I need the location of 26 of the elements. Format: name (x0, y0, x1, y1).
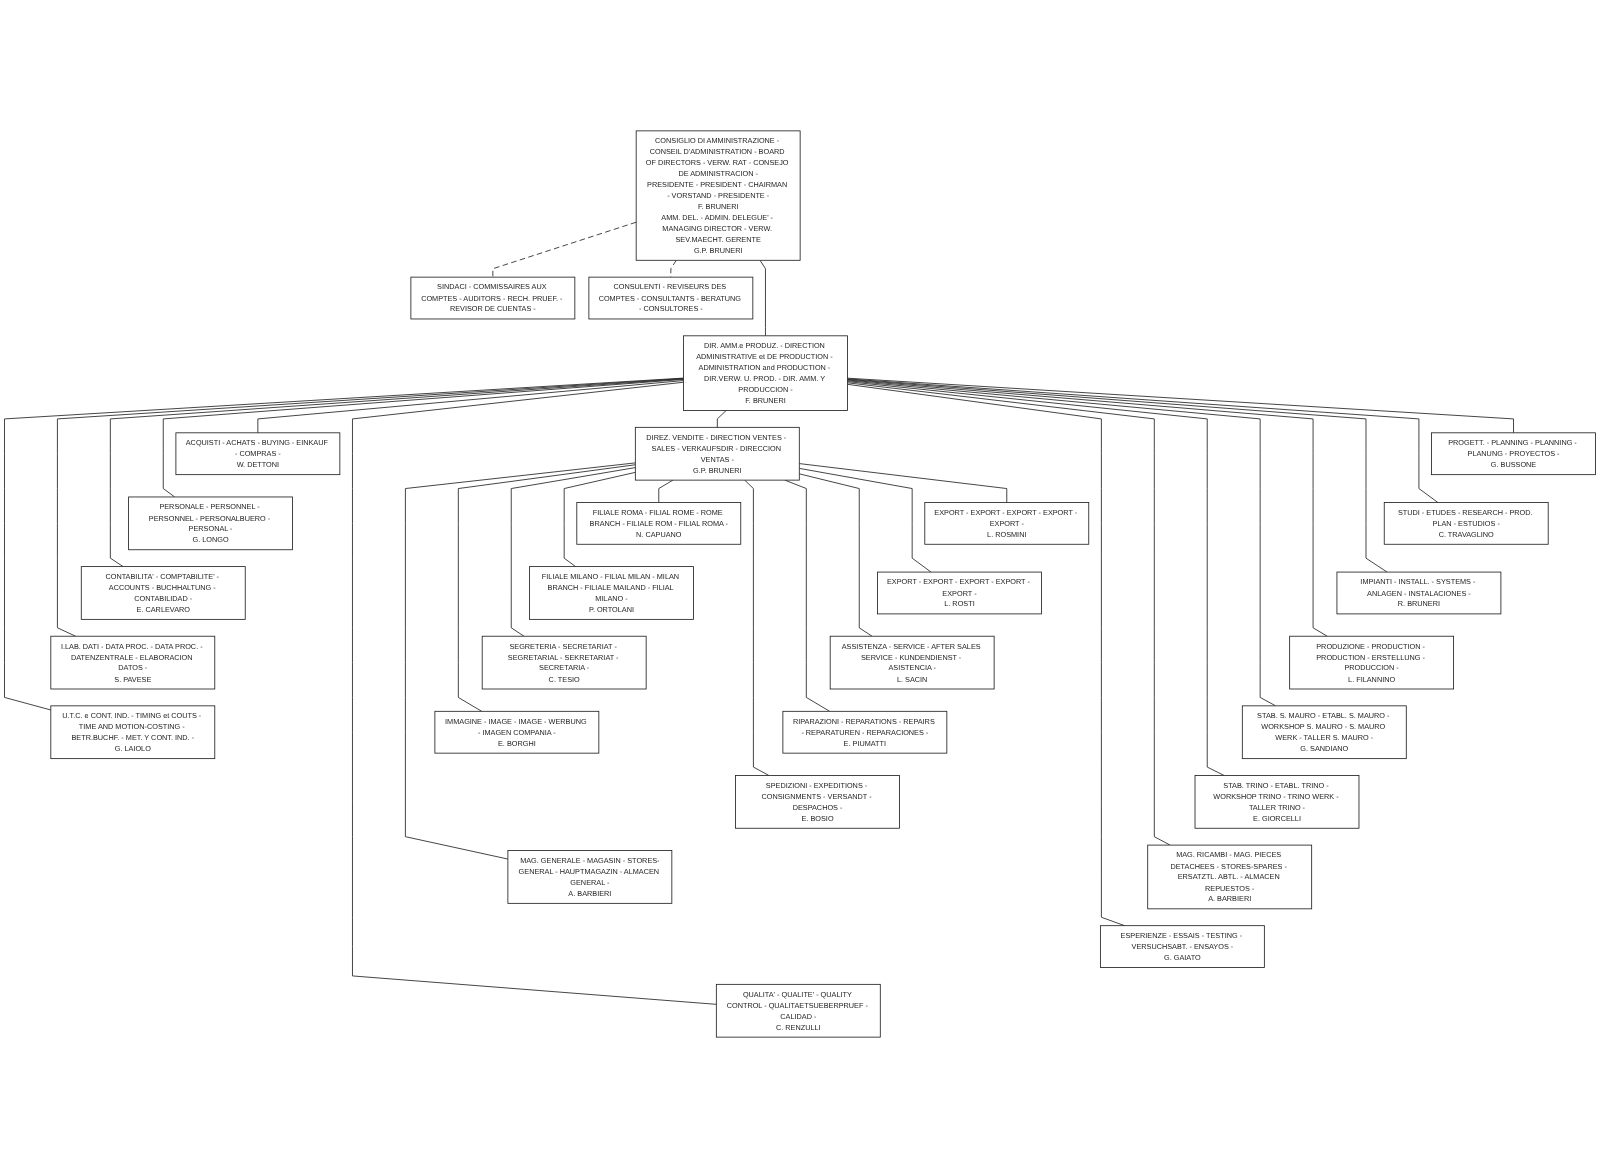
connector (352, 381, 717, 1005)
connector (759, 259, 766, 337)
connector (784, 479, 831, 712)
connector (563, 471, 636, 567)
connector (847, 379, 1328, 637)
connector (457, 464, 636, 712)
connector (798, 467, 932, 573)
connector (716, 410, 727, 428)
connector (847, 383, 1126, 927)
connector (744, 479, 770, 776)
connector (670, 259, 677, 278)
connector (257, 380, 684, 434)
connector (847, 378, 1439, 503)
connector (847, 382, 1171, 846)
connector (404, 462, 636, 860)
connector (847, 377, 1514, 434)
connector (847, 380, 1277, 707)
connector (847, 381, 1225, 776)
connector (57, 378, 684, 637)
connector (798, 473, 873, 637)
connector (510, 467, 636, 637)
connector (4, 377, 684, 711)
connector (162, 378, 684, 498)
connector (847, 378, 1388, 573)
connector (109, 378, 684, 567)
connector (798, 463, 1008, 503)
